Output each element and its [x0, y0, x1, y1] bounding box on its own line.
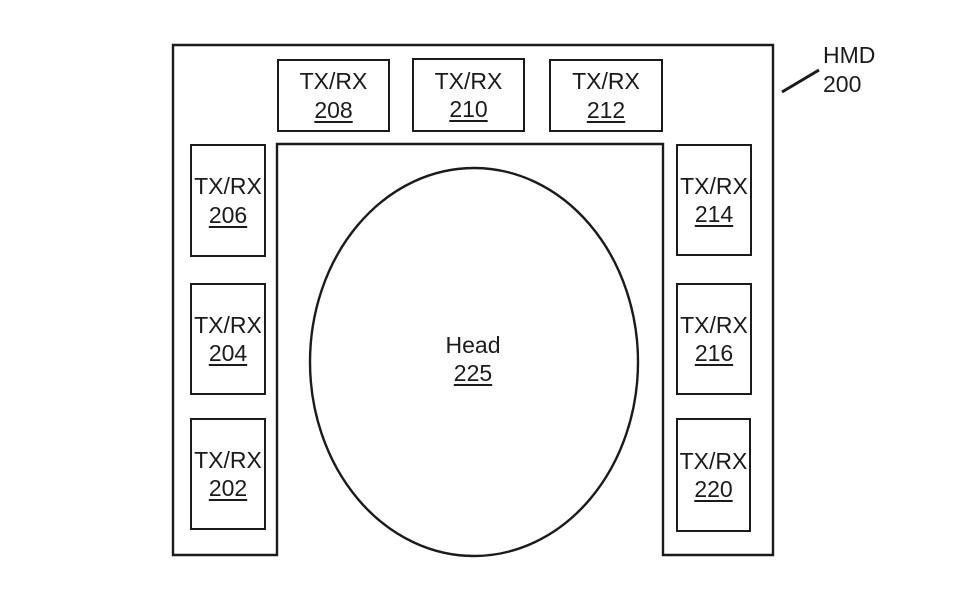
unit-ref: 216 — [694, 340, 734, 366]
unit-ref: 220 — [694, 476, 733, 502]
hmd-frame-outline — [171, 43, 775, 557]
txrx-unit-206: TX/RX 206 — [190, 144, 266, 257]
unit-label: TX/RX — [194, 446, 262, 473]
unit-ref: 206 — [208, 201, 248, 228]
unit-ref: 202 — [208, 475, 248, 501]
unit-label: TX/RX — [680, 311, 748, 338]
unit-label: TX/RX — [194, 311, 262, 338]
txrx-unit-204: TX/RX 204 — [190, 283, 266, 395]
unit-label: TX/RX — [299, 68, 368, 95]
txrx-unit-212: TX/RX 212 — [549, 59, 663, 132]
txrx-unit-210: TX/RX 210 — [412, 58, 525, 132]
hmd-leader-line — [781, 68, 820, 94]
unit-ref: 208 — [314, 96, 353, 123]
unit-label: TX/RX — [680, 172, 748, 199]
unit-label: TX/RX — [679, 447, 748, 474]
txrx-unit-216: TX/RX 216 — [676, 283, 752, 395]
txrx-unit-220: TX/RX 220 — [676, 418, 751, 532]
unit-label: TX/RX — [572, 68, 640, 95]
txrx-unit-214: TX/RX 214 — [676, 144, 752, 256]
unit-ref: 212 — [586, 96, 626, 123]
txrx-unit-202: TX/RX 202 — [190, 418, 266, 530]
head-ellipse — [308, 166, 640, 558]
head-label-name: Head — [445, 332, 501, 358]
unit-ref: 214 — [694, 201, 734, 227]
txrx-unit-208: TX/RX 208 — [277, 59, 390, 132]
unit-ref: 210 — [449, 96, 488, 122]
head-label-ref: 225 — [453, 360, 493, 387]
unit-label: TX/RX — [194, 173, 262, 200]
hmd-callout-ref: 200 — [823, 70, 862, 97]
unit-ref: 204 — [208, 340, 248, 366]
hmd-callout-label: HMD 200 — [823, 41, 875, 99]
head-label: Head 225 — [446, 331, 501, 387]
hmd-callout-name: HMD — [823, 42, 876, 68]
unit-label: TX/RX — [434, 67, 503, 94]
